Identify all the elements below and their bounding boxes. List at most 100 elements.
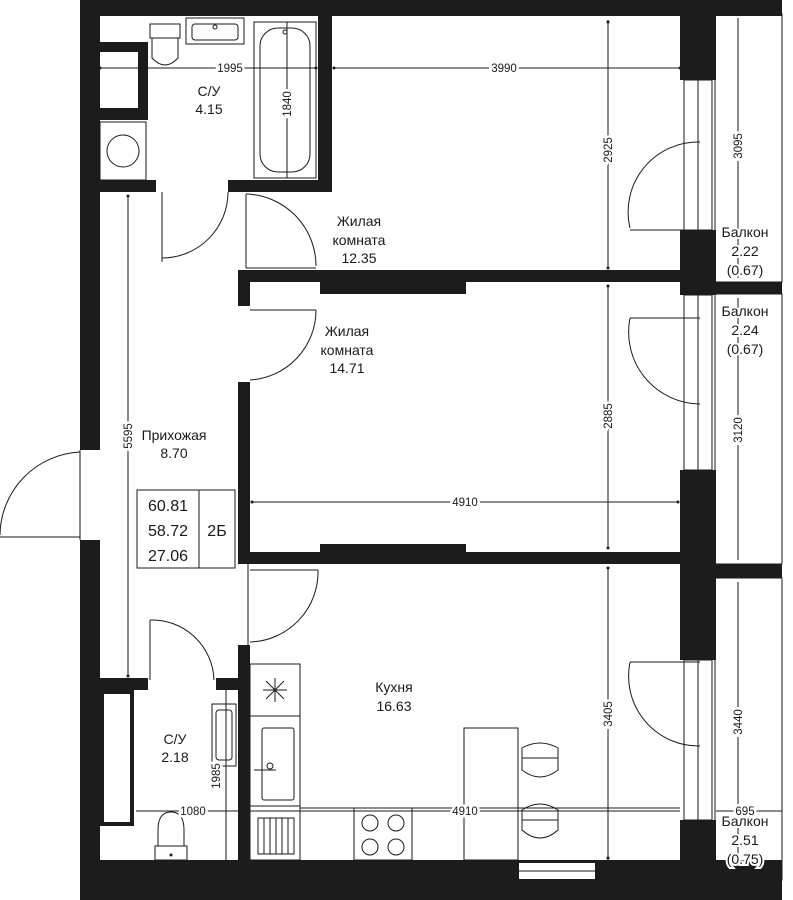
text-labels: 1995 3990 1840 2925 3095 5595 2885 3120 … <box>121 61 771 870</box>
room-bedroom-1-name-2: комната <box>333 232 386 248</box>
wall-right-3 <box>680 470 716 565</box>
dim-1080: 1080 <box>180 806 206 818</box>
wall-bed2-left-1 <box>238 270 250 306</box>
room-bathroom-top-area: 4.15 <box>195 101 222 117</box>
wall-right-1 <box>680 0 716 80</box>
bathroom-bottom-door[interactable] <box>149 619 215 681</box>
niche-top <box>100 42 148 52</box>
room-bathroom-bottom-name: С/У <box>164 731 187 747</box>
balcony-divider-2 <box>680 564 782 578</box>
dim-695: 695 <box>735 806 754 818</box>
wall-right-5 <box>680 820 716 900</box>
wall-kitchen-stub <box>320 544 466 558</box>
wall-bath-right <box>318 0 332 190</box>
dim-4910-mid: 4910 <box>452 497 478 509</box>
room-bathroom-bottom-area: 2.18 <box>161 749 188 765</box>
washing-machine <box>99 121 147 181</box>
room-bedroom-2-name-1: Жилая <box>325 323 369 339</box>
dim-3990: 3990 <box>491 63 517 75</box>
room-bedroom-1-area: 12.35 <box>341 250 376 266</box>
fixtures <box>99 17 680 861</box>
balcony-divider-1 <box>680 282 782 294</box>
room-balcony-1-name: Балкон <box>722 224 769 240</box>
dining-chairs <box>521 742 559 839</box>
summary-box <box>136 489 236 569</box>
dishwasher <box>249 805 301 861</box>
bedroom-1-door[interactable] <box>245 193 317 269</box>
doors <box>0 141 701 747</box>
wall-bath2-top-left <box>100 678 148 690</box>
balcony-3-door[interactable] <box>628 661 701 747</box>
summary-living-area-total: 58.72 <box>148 523 188 540</box>
dimension-lines <box>98 18 782 876</box>
balcony-1-outline <box>714 13 783 283</box>
dim-4910-bottom: 4910 <box>452 806 478 818</box>
kitchen-door[interactable] <box>247 564 319 645</box>
wall-bottom <box>80 860 782 900</box>
stove <box>353 807 413 861</box>
toilet-bottom <box>154 811 188 861</box>
room-balcony-3-area: 2.51 <box>731 832 758 848</box>
wall-bath2-top-right <box>216 678 248 690</box>
dim-5595: 5595 <box>123 423 135 449</box>
bathroom-top-door[interactable] <box>161 191 229 262</box>
dim-2925: 2925 <box>603 137 615 163</box>
wall-kitchen-left <box>238 645 250 865</box>
summary-apartment-type: 2Б <box>207 523 226 540</box>
room-hallway-area: 8.70 <box>160 445 187 461</box>
bathtub <box>253 21 317 179</box>
balcony-2-outline <box>714 293 783 565</box>
entrance-door[interactable] <box>0 450 102 540</box>
room-bedroom-2-area: 14.71 <box>329 360 364 376</box>
toilet-top <box>149 23 181 66</box>
wall-left-lower <box>80 540 100 900</box>
sink-bottom <box>211 703 237 767</box>
room-balcony-2-area-reduced: (0.67) <box>727 341 764 357</box>
sink-top <box>185 17 245 45</box>
wall-bath-bottom-right <box>228 180 332 192</box>
balcony-1-door[interactable] <box>627 141 701 231</box>
summary-living-area: 27.06 <box>148 548 188 565</box>
room-balcony-2-area: 2.24 <box>731 322 758 338</box>
wall-left-upper <box>80 0 100 450</box>
room-kitchen-name: Кухня <box>375 679 412 695</box>
room-bedroom-2-name-2: комната <box>321 342 374 358</box>
room-balcony-3-name: Балкон <box>722 813 769 829</box>
room-hallway-name: Прихожая <box>142 427 207 443</box>
wall-top <box>80 0 782 16</box>
dim-1840: 1840 <box>282 91 294 117</box>
room-bedroom-1-name-1: Жилая <box>337 213 381 229</box>
dim-3405: 3405 <box>603 701 615 727</box>
dim-3440: 3440 <box>733 709 745 735</box>
dim-3095: 3095 <box>733 133 745 159</box>
dim-3120: 3120 <box>733 417 745 443</box>
bedroom-2-door[interactable] <box>249 309 317 381</box>
windows <box>517 79 713 881</box>
balcony-2-door[interactable] <box>628 317 701 405</box>
niche-right <box>138 42 148 118</box>
wall-bed1-bed2 <box>238 270 680 282</box>
niche-inner <box>104 56 136 106</box>
wall-bath-niche <box>100 108 148 120</box>
room-bathroom-top-name: С/У <box>198 83 221 99</box>
balcony-top-wall <box>716 0 782 14</box>
room-balcony-1-area: 2.22 <box>731 243 758 259</box>
dim-arrow-marks <box>98 20 682 860</box>
room-balcony-1-area-reduced: (0.67) <box>727 262 764 278</box>
balcony-3-outline <box>714 577 783 881</box>
wall-bed2-left-2 <box>238 382 250 562</box>
wall-bath2-niche-inner <box>104 694 130 822</box>
dim-1995: 1995 <box>217 63 243 75</box>
dim-1985: 1985 <box>211 763 223 789</box>
room-kitchen-area: 16.63 <box>376 698 411 714</box>
wall-right-4 <box>680 565 716 660</box>
room-balcony-3-area-reduced: (0.75) <box>727 851 764 867</box>
kitchen-sink <box>249 715 301 807</box>
walls <box>80 0 783 900</box>
room-balcony-2-name: Балкон <box>722 303 769 319</box>
wall-bed-stub <box>320 280 466 294</box>
fridge <box>463 727 519 861</box>
wall-bath-bottom-left <box>100 180 156 192</box>
ventilation-box <box>249 663 301 717</box>
